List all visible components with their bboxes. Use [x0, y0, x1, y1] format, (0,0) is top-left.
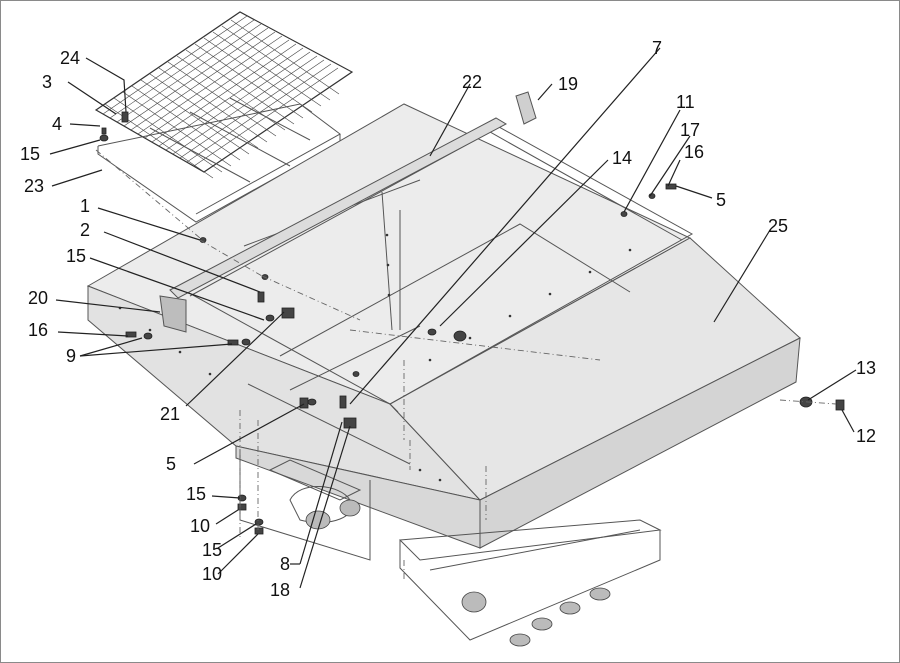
callout-10-a: 10: [190, 516, 210, 536]
callout-1: 1: [80, 196, 90, 216]
callout-24: 24: [60, 48, 80, 68]
grid-plate: [94, 11, 354, 179]
callout-2: 2: [80, 220, 90, 240]
callout-20: 20: [28, 288, 48, 308]
hopper-body: [86, 103, 801, 549]
grid-frame: [97, 97, 341, 223]
callout-16-b: 16: [684, 142, 704, 162]
center-lines: [95, 149, 837, 580]
callout-12: 12: [856, 426, 876, 446]
callout-22: 22: [462, 72, 482, 92]
callout-18: 18: [270, 580, 290, 600]
callout-23: 23: [24, 176, 44, 196]
callout-11: 11: [676, 92, 695, 112]
callout-13: 13: [856, 358, 876, 378]
callout-25: 25: [768, 216, 788, 236]
callout-19: 19: [558, 74, 578, 94]
callout-10-b: 10: [202, 564, 222, 584]
callout-17: 17: [680, 120, 700, 140]
callout-14: 14: [612, 148, 632, 168]
bracket-left: [159, 295, 187, 333]
callout-15-c: 15: [186, 484, 206, 504]
callout-3: 3: [42, 72, 52, 92]
callout-9: 9: [66, 346, 76, 366]
callout-labels: 24 3 4 15 23 1 2 15 20 16 9 21 5 15 10 1…: [20, 38, 876, 600]
lower-mechanism: [239, 450, 662, 647]
callout-8: 8: [280, 554, 290, 574]
callout-15-a: 15: [20, 144, 40, 164]
callout-7: 7: [652, 38, 662, 58]
hardware-parts: [99, 111, 845, 535]
callout-5-a: 5: [166, 454, 176, 474]
leader-lines: [49, 47, 857, 589]
bracket-small: [515, 91, 537, 125]
callout-21: 21: [160, 404, 180, 424]
callout-4: 4: [52, 114, 62, 134]
callout-15-d: 15: [202, 540, 222, 560]
top-bar: [169, 117, 508, 299]
callout-15-b: 15: [66, 246, 86, 266]
callout-5-b: 5: [716, 190, 726, 210]
callout-16-a: 16: [28, 320, 48, 340]
